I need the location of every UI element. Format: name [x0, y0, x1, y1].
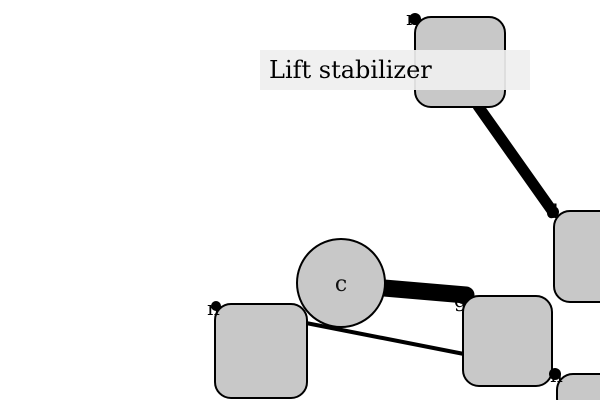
tooltip-background	[260, 50, 530, 90]
edge-top-to-right[interactable]	[472, 100, 559, 218]
port-label-middle: g	[454, 288, 467, 312]
port-label-right-upper: d	[546, 199, 559, 223]
port-label-top: n	[406, 6, 419, 30]
port-dot-bottom-right	[549, 368, 561, 380]
node-bottom-right[interactable]	[556, 373, 600, 400]
node-right[interactable]	[553, 210, 600, 303]
node-middle[interactable]	[462, 295, 553, 387]
tooltip: Lift stabilizer	[260, 50, 530, 90]
port-dot-left	[211, 301, 221, 311]
port-label-bottom-right: n	[550, 363, 563, 387]
port-dot-middle	[456, 290, 470, 304]
edge-left-to-middle[interactable]	[304, 321, 466, 356]
ports: n d g n n	[207, 6, 563, 387]
edges	[304, 100, 559, 356]
port-dot-top	[409, 13, 421, 25]
node-c-label: c	[335, 272, 347, 297]
edge-circle-to-middle[interactable]	[375, 279, 475, 304]
node-left[interactable]	[214, 303, 308, 399]
port-label-left: n	[207, 296, 220, 320]
tooltip-text: Lift stabilizer	[269, 56, 432, 84]
port-dot-right-upper	[547, 206, 559, 218]
node-c[interactable]	[296, 238, 386, 328]
